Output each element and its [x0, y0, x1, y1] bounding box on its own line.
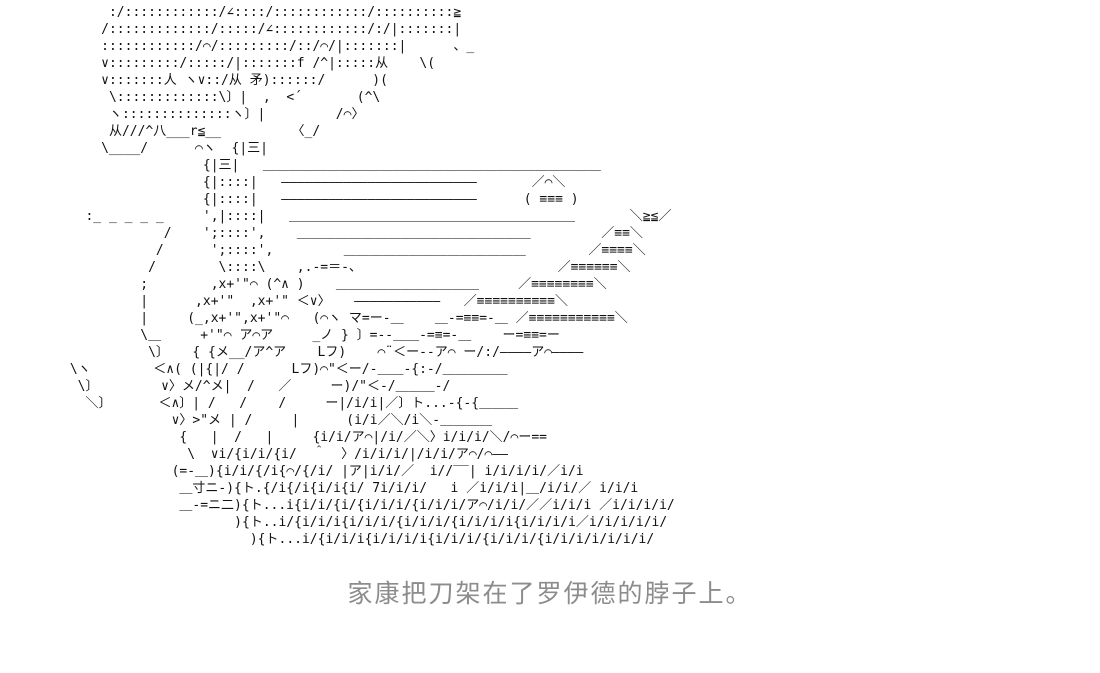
ascii-art: :/::::::::::::/∠::::/::::::::::::/::::::…: [69, 5, 675, 547]
scene-caption: 家康把刀架在了罗伊德的脖子上。: [347, 579, 753, 608]
